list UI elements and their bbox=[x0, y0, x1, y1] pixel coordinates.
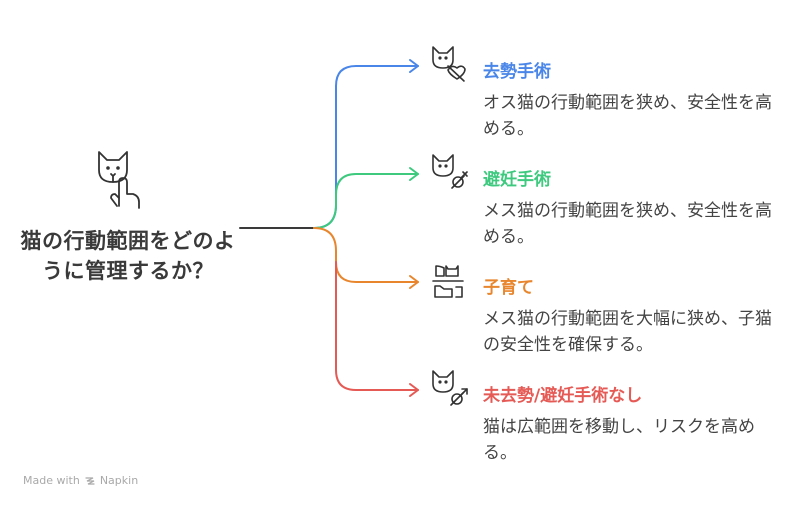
napkin-logo-icon bbox=[85, 476, 95, 485]
branch-desc-child-rearing: メス猫の行動範囲を大幅に狭め、子猫の安全性を確保する。 bbox=[483, 309, 772, 355]
branch-title-castration: 去勢手術 bbox=[483, 62, 551, 82]
arrow-branch-4 bbox=[409, 383, 419, 397]
branch-title-child-rearing: 子育て bbox=[483, 278, 534, 298]
footer-watermark: Made with Napkin bbox=[23, 474, 138, 487]
cat-unneutered-male-symbol-icon bbox=[432, 370, 468, 406]
arrow-branch-1 bbox=[409, 59, 419, 73]
main-topic-title: 猫の行動範囲をどのように管理するか？ bbox=[20, 229, 236, 283]
connector-branch-4 bbox=[335, 261, 419, 391]
branch-title-spaying: 避妊手術 bbox=[483, 170, 551, 190]
connector-branch-3 bbox=[313, 227, 419, 283]
arrow-branch-3 bbox=[409, 275, 419, 289]
connector-branch-2 bbox=[313, 173, 419, 229]
branch-desc-none: 猫は広範囲を移動し、リスクを高める。 bbox=[483, 417, 755, 463]
branch-desc-castration: オス猫の行動範囲を狭め、安全性を高める。 bbox=[483, 93, 772, 139]
cat-neutered-heart-icon bbox=[432, 46, 466, 82]
arrow-branch-2 bbox=[409, 167, 419, 181]
footer-brand: Napkin bbox=[99, 474, 139, 487]
branch-desc-spaying: メス猫の行動範囲を狭め、安全性を高める。 bbox=[483, 201, 772, 247]
footer-made-with: Made with bbox=[23, 474, 80, 487]
cat-spayed-female-symbol-icon bbox=[432, 154, 468, 189]
connector-branch-1 bbox=[313, 65, 419, 229]
cats-kittens-icon bbox=[432, 265, 464, 298]
branch-title-none: 未去勢/避妊手術なし bbox=[483, 386, 643, 406]
cat-with-hand-pointer-icon bbox=[98, 151, 140, 209]
